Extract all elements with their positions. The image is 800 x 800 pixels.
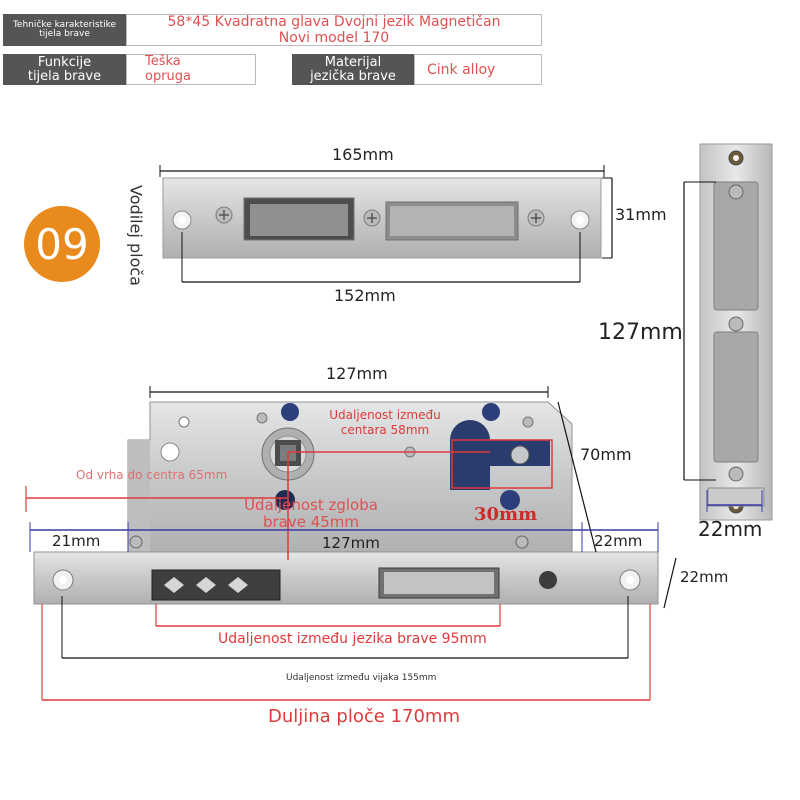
dimension-line-22-faceplate <box>663 557 677 609</box>
guide-plate <box>162 177 602 259</box>
screw-icon <box>728 466 744 482</box>
joint-distance-label: Udaljenost zgloba brave 45mm <box>244 496 378 532</box>
dimension-line-70 <box>557 401 597 553</box>
strike-plate <box>699 143 773 521</box>
screw-icon <box>728 316 744 332</box>
spec-value-function: Teška opruga <box>126 54 256 85</box>
strike-plate-width-22: 22mm <box>698 517 763 541</box>
strike-plate-latch-slot <box>713 181 759 311</box>
strike-plate-bolt-slot <box>713 331 759 463</box>
guide-plate-length-165: 165mm <box>332 145 394 164</box>
strike-plate-height-127: 127mm <box>598 320 683 345</box>
spec-value-characteristics: 58*45 Kvadratna glava Dvojni jezik Magne… <box>126 14 542 46</box>
guide-plate-length-152: 152mm <box>334 286 396 305</box>
screw-icon <box>129 535 143 549</box>
screw-distance-label: Udaljenost između vijaka 155mm <box>286 673 437 683</box>
lock-body-width-127: 127mm <box>326 364 388 383</box>
lock-faceplate <box>33 551 659 605</box>
faceplate-left-21: 21mm <box>52 532 101 550</box>
lock-body-rivet <box>482 403 500 421</box>
spec-label-material: Materijal jezička brave <box>292 54 414 85</box>
guide-plate-label: Vodilej ploča <box>126 185 146 286</box>
tip-to-center-label: Od vrha do centra 65mm <box>76 468 228 482</box>
lock-body-rivet <box>281 403 299 421</box>
spec-table: Tehničke karakteristike tijela brave 58*… <box>0 0 800 90</box>
center-distance-label: Udaljenost između centara 58mm <box>329 408 441 437</box>
tongue-distance-label: Udaljenost između jezika brave 95mm <box>218 631 487 647</box>
hole-width-label: 30mm <box>474 504 538 525</box>
lock-body-height-70: 70mm <box>580 445 632 464</box>
spec-value-material: Cink alloy <box>414 54 542 85</box>
cylinder-hole-highlight <box>451 439 553 489</box>
guide-plate-height-31: 31mm <box>615 205 667 224</box>
spec-label-function: Funkcije tijela brave <box>3 54 126 85</box>
screw-icon <box>728 184 744 200</box>
model-number-badge: 09 <box>24 206 100 282</box>
spec-label-characteristics: Tehničke karakteristike tijela brave <box>3 14 126 46</box>
faceplate-height-22: 22mm <box>680 568 729 586</box>
faceplate-middle-127: 127mm <box>322 534 380 552</box>
faceplate-right-22: 22mm <box>594 532 643 550</box>
lock-body-rivet <box>500 490 520 510</box>
plate-length-label: Duljina ploče 170mm <box>268 706 460 727</box>
lock-body-rivet <box>275 490 295 510</box>
screw-icon <box>515 535 529 549</box>
